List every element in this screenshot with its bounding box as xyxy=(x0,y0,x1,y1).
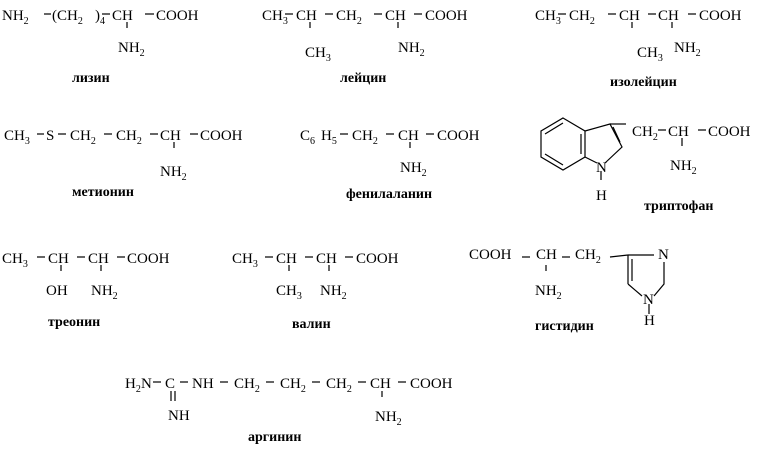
formula-group: CH2 xyxy=(234,376,260,395)
formula-group: CH xyxy=(668,124,689,140)
formula-group: H xyxy=(644,313,655,329)
formula-group: NH2 xyxy=(670,158,697,177)
formula-group: COOH xyxy=(708,124,751,140)
structure-name: изолейцин xyxy=(610,75,677,90)
formula-group: CH xyxy=(658,8,679,24)
formula-group: NH2 xyxy=(118,40,145,59)
formula-group: CH2 xyxy=(632,124,658,143)
formula-group: NH2 xyxy=(160,164,187,183)
formula-group: COOH xyxy=(437,128,480,144)
formula-group: COOH xyxy=(127,251,170,267)
formula-group: COOH xyxy=(200,128,243,144)
formula-group: CH xyxy=(385,8,406,24)
formula-group: CH3 xyxy=(4,128,30,147)
formula-group: CH3 xyxy=(276,283,302,302)
formula-group: NH2 xyxy=(535,283,562,302)
formula-group: CH3 xyxy=(2,251,28,270)
formula-group: CH xyxy=(398,128,419,144)
formula-group: CH3 xyxy=(305,45,331,64)
formula-group: CH xyxy=(296,8,317,24)
formula-group: N xyxy=(141,376,152,392)
formula-group: H2 xyxy=(125,376,141,395)
formula-group: COOH xyxy=(156,8,199,24)
formula-group: NH2 xyxy=(400,160,427,179)
formula-group: CH2 xyxy=(116,128,142,147)
structure-methionine: CH3 S CH2 CH2 CH COOH NH2 метионин xyxy=(4,128,243,200)
formula-group: NH2 xyxy=(375,409,402,428)
formula-group: CH xyxy=(88,251,109,267)
structure-lysine: NH2 (CH2 )4 CH COOH NH2 лизин xyxy=(2,8,199,86)
formula-group: N xyxy=(596,160,607,176)
formula-group: (CH2 xyxy=(52,8,83,27)
structure-name: гистидин xyxy=(535,319,594,334)
formula-group: COOH xyxy=(469,247,512,263)
formula-group: NH2 xyxy=(320,283,347,302)
formula-group: CH2 xyxy=(575,247,601,266)
structure-name: треонин xyxy=(48,315,100,330)
formula-group: CH xyxy=(112,8,133,24)
structure-name: аргинин xyxy=(248,430,301,445)
formula-group: CH xyxy=(316,251,337,267)
formula-group: )4 xyxy=(95,8,105,27)
structure-name: лизин xyxy=(72,71,110,86)
structure-name: метионин xyxy=(72,185,134,200)
formula-group: CH3 xyxy=(535,8,561,27)
formula-group: N xyxy=(658,247,669,263)
formula-group: OH xyxy=(46,283,68,299)
formula-group: S xyxy=(46,128,54,144)
structure-name: лейцин xyxy=(340,71,386,86)
formula-group: H xyxy=(596,188,607,204)
formula-group: C6 xyxy=(300,128,315,147)
formula-group: NH xyxy=(168,408,190,424)
formula-group: COOH xyxy=(410,376,453,392)
bonds xyxy=(37,13,706,401)
formula-group: CH2 xyxy=(70,128,96,147)
formula-group: CH xyxy=(370,376,391,392)
structure-name: фенилаланин xyxy=(346,187,432,202)
formula-group: N xyxy=(643,292,654,308)
formula-group: NH xyxy=(192,376,214,392)
formula-group: CH2 xyxy=(569,8,595,27)
structure-threonine: CH3 CH CH COOH OH NH2 треонин xyxy=(2,251,170,330)
formula-group: C xyxy=(165,376,175,392)
formula-group: COOH xyxy=(356,251,399,267)
formula-group: COOH xyxy=(425,8,468,24)
formula-group: CH xyxy=(48,251,69,267)
formula-group: NH2 xyxy=(2,8,29,27)
structure-name: валин xyxy=(292,317,331,332)
formula-group: NH2 xyxy=(91,283,118,302)
formula-group: CH2 xyxy=(352,128,378,147)
formula-group: CH2 xyxy=(336,8,362,27)
formula-group: CH3 xyxy=(232,251,258,270)
formula-group: COOH xyxy=(699,8,742,24)
structure-name: триптофан xyxy=(644,199,713,214)
structure-phenylalanine: C6 H5 CH2 CH COOH NH2 фенилаланин xyxy=(300,128,480,202)
formula-group: NH2 xyxy=(398,40,425,59)
formula-group: CH xyxy=(536,247,557,263)
formula-group: NH2 xyxy=(674,40,701,59)
formula-group: CH2 xyxy=(326,376,352,395)
formula-group: CH xyxy=(619,8,640,24)
formula-group: CH2 xyxy=(280,376,306,395)
formula-group: H5 xyxy=(321,128,337,147)
formula-group: CH xyxy=(276,251,297,267)
formula-group: CH3 xyxy=(262,8,288,27)
formula-group: CH xyxy=(160,128,181,144)
formula-group: CH3 xyxy=(637,45,663,64)
